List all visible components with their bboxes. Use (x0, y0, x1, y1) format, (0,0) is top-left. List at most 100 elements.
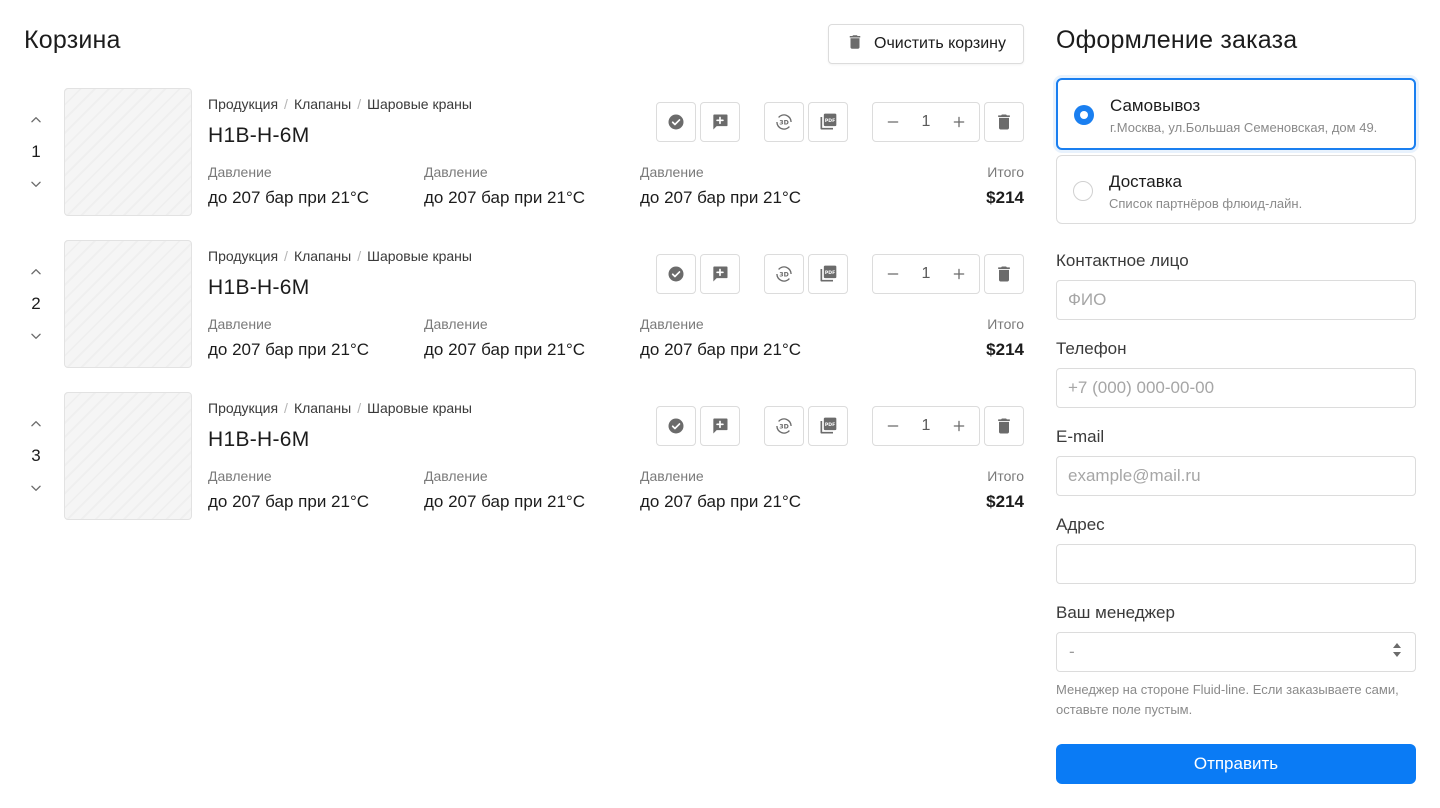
breadcrumb-item[interactable]: Клапаны (293, 96, 352, 112)
email-field[interactable] (1056, 456, 1416, 496)
move-up-button[interactable] (28, 416, 44, 432)
move-up-button[interactable] (28, 264, 44, 280)
breadcrumb-item[interactable]: Продукция (208, 248, 279, 264)
add-comment-button[interactable] (700, 102, 740, 142)
breadcrumb: Продукция / Клапаны / Шаровые краны (208, 96, 472, 112)
plus-icon (953, 420, 965, 432)
select-item-button[interactable] (656, 102, 696, 142)
total-label: Итого (987, 468, 1024, 484)
product-image[interactable] (64, 392, 192, 520)
delete-item-button[interactable] (984, 254, 1024, 294)
total-value: $214 (986, 188, 1024, 207)
clear-cart-button[interactable]: Очистить корзину (828, 24, 1024, 64)
delete-item-button[interactable] (984, 406, 1024, 446)
increase-quantity-button[interactable] (949, 112, 969, 132)
minus-icon (887, 121, 899, 123)
decrease-quantity-button[interactable] (883, 112, 903, 132)
address-label: Адрес (1056, 515, 1105, 534)
pdf-icon: PDF (820, 265, 837, 282)
product-image[interactable] (64, 88, 192, 216)
move-down-button[interactable] (28, 176, 44, 192)
chevron-up-icon (31, 269, 41, 275)
breadcrumb-separator: / (357, 248, 362, 264)
quantity-value[interactable]: 1 (921, 113, 931, 130)
manager-label: Ваш менеджер (1056, 603, 1175, 622)
spec-value: до 207 бар при 21°C (640, 340, 802, 359)
order-controls: 1 (24, 88, 48, 216)
add-comment-button[interactable] (700, 406, 740, 446)
breadcrumb-item[interactable]: Клапаны (293, 400, 352, 416)
product-name[interactable]: H1B-H-6M (208, 124, 310, 147)
cart-title: Корзина (24, 26, 121, 54)
breadcrumb-item[interactable]: Шаровые краны (367, 96, 472, 112)
select-item-button[interactable] (656, 406, 696, 446)
trash-icon (998, 114, 1010, 130)
total-value: $214 (986, 340, 1024, 359)
manager-select[interactable]: - (1056, 632, 1416, 672)
view-3d-button[interactable]: 3D (764, 406, 804, 446)
move-down-button[interactable] (28, 480, 44, 496)
spec-label: Давление (208, 468, 272, 484)
breadcrumb-item[interactable]: Продукция (208, 96, 279, 112)
cart-item: 1 Продукция / Клапаны / Шаровые краны H1… (24, 88, 1024, 216)
minus-icon (887, 273, 899, 275)
spec-label: Давление (424, 164, 488, 180)
checkout-title: Оформление заказа (1056, 26, 1298, 54)
chevron-up-icon (31, 421, 41, 427)
contact-name-field[interactable] (1056, 280, 1416, 320)
delivery-option-pickup[interactable]: Самовывоз г.Москва, ул.Большая Семеновск… (1056, 78, 1416, 150)
breadcrumb-item[interactable]: Шаровые краны (367, 248, 472, 264)
check-circle-icon (668, 114, 684, 130)
select-arrows-icon (1391, 641, 1403, 664)
cart-item: 2 Продукция / Клапаны / Шаровые краны H1… (24, 240, 1024, 368)
delivery-option-delivery[interactable]: Доставка Список партнёров флюид-лайн. (1056, 155, 1416, 224)
product-image[interactable] (64, 240, 192, 368)
breadcrumb-separator: / (357, 400, 362, 416)
move-up-button[interactable] (28, 112, 44, 128)
spec-value: до 207 бар при 21°C (424, 188, 586, 207)
spec-label: Давление (640, 316, 704, 332)
product-name[interactable]: H1B-H-6M (208, 276, 310, 299)
breadcrumb-separator: / (284, 96, 288, 112)
spec-label: Давление (424, 468, 488, 484)
order-number: 3 (31, 446, 41, 465)
delivery-option-subtitle: Список партнёров флюид-лайн. (1109, 196, 1303, 211)
breadcrumb: Продукция / Клапаны / Шаровые краны (208, 248, 472, 264)
manager-hint: Менеджер на стороне Fluid-line. Если зак… (1056, 682, 1399, 717)
decrease-quantity-button[interactable] (883, 416, 903, 436)
view-3d-button[interactable]: 3D (764, 102, 804, 142)
quantity-value[interactable]: 1 (921, 265, 931, 282)
select-item-button[interactable] (656, 254, 696, 294)
increase-quantity-button[interactable] (949, 416, 969, 436)
view-3d-button[interactable]: 3D (764, 254, 804, 294)
add-comment-icon (713, 114, 728, 130)
address-field[interactable] (1056, 544, 1416, 584)
phone-field[interactable] (1056, 368, 1416, 408)
spec-value: до 207 бар при 21°C (640, 492, 802, 511)
breadcrumb-item[interactable]: Шаровые краны (367, 400, 472, 416)
svg-text:PDF: PDF (825, 422, 835, 428)
add-comment-button[interactable] (700, 254, 740, 294)
delete-item-button[interactable] (984, 102, 1024, 142)
download-pdf-button[interactable]: PDF (808, 406, 848, 446)
radio-selected-icon[interactable] (1074, 105, 1094, 125)
decrease-quantity-button[interactable] (883, 264, 903, 284)
breadcrumb-item[interactable]: Клапаны (293, 248, 352, 264)
quantity-stepper: 1 (872, 406, 980, 446)
radio-unselected-icon[interactable] (1073, 181, 1093, 201)
email-label: E-mail (1056, 427, 1105, 446)
plus-icon (953, 116, 965, 128)
spec-value: до 207 бар при 21°C (640, 188, 802, 207)
delivery-option-title: Самовывоз (1110, 96, 1201, 115)
move-down-button[interactable] (28, 328, 44, 344)
pdf-icon: PDF (820, 417, 837, 434)
clear-cart-label: Очистить корзину (874, 35, 1006, 52)
increase-quantity-button[interactable] (949, 264, 969, 284)
spec-label: Давление (208, 316, 272, 332)
breadcrumb-item[interactable]: Продукция (208, 400, 279, 416)
download-pdf-button[interactable]: PDF (808, 102, 848, 142)
download-pdf-button[interactable]: PDF (808, 254, 848, 294)
quantity-value[interactable]: 1 (921, 417, 931, 434)
product-name[interactable]: H1B-H-6M (208, 428, 310, 451)
submit-button[interactable]: Отправить (1056, 744, 1416, 784)
